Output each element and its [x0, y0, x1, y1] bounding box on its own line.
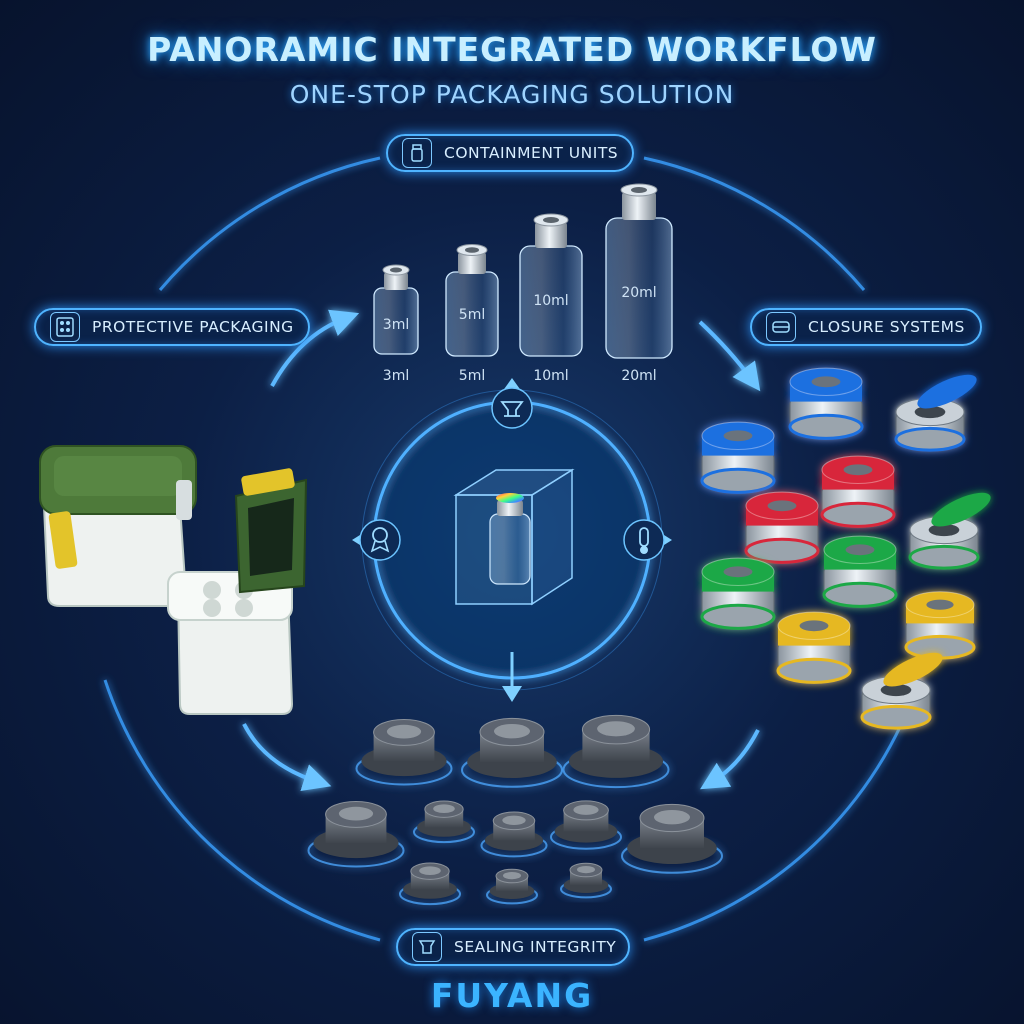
stage-label: CLOSURE SYSTEMS [808, 318, 965, 336]
rubber-stopper [550, 800, 622, 850]
rubber-stopper [355, 718, 453, 786]
rubber-stopper [562, 714, 670, 789]
rubber-stopper [413, 800, 475, 844]
rubber-stopper [480, 811, 548, 858]
outer-ring [103, 156, 921, 942]
rubber-stopper [461, 717, 563, 788]
vial-size-label: 5ml [458, 368, 486, 384]
stage-label: CONTAINMENT UNITS [444, 144, 619, 162]
cap-red-cap [744, 491, 820, 564]
central-hub [352, 378, 672, 702]
stopper-icon [412, 932, 442, 962]
open-box [167, 468, 308, 715]
cube-vial [453, 468, 575, 606]
thermometer-icon [623, 519, 665, 561]
cap-icon [766, 312, 796, 342]
cap-red-cap [820, 455, 896, 528]
protective-boxes [39, 445, 308, 715]
cap-green-cap [700, 557, 776, 630]
certificate-icon [359, 519, 401, 561]
blister-pack-icon [50, 312, 80, 342]
arrow-to-sealing [700, 729, 760, 790]
hub-arrow-down [502, 686, 522, 702]
stage-label: PROTECTIVE PACKAGING [92, 318, 294, 336]
closed-box [39, 445, 197, 607]
cap-gold-cap [860, 652, 943, 730]
vial-size-label: 20ml [621, 368, 657, 384]
cap-blue-cap [788, 367, 864, 440]
vial-glass-label: 10ml [533, 293, 569, 309]
vial-size-label: 3ml [382, 368, 410, 384]
rubber-stopper [621, 803, 723, 874]
brand-logo-text: FUYANG [430, 976, 594, 1015]
vial-3ml [373, 264, 419, 355]
stage-sealing-integrity: SEALING INTEGRITY [396, 928, 630, 966]
arrow-to-closure [698, 320, 761, 392]
vial-size-label: 10ml [533, 368, 569, 384]
cap-green-cap [822, 535, 898, 608]
vial-glass-label: 5ml [458, 307, 486, 323]
stage-containment-units: CONTAINMENT UNITS [386, 134, 634, 172]
vial-set [373, 183, 673, 359]
page-subtitle: ONE-STOP PACKAGING SOLUTION [289, 80, 735, 109]
stage-closure-systems: CLOSURE SYSTEMS [750, 308, 982, 346]
stage-protective-packaging: PROTECTIVE PACKAGING [34, 308, 310, 346]
flow-arrows [242, 309, 761, 792]
rubber-stopper [560, 862, 612, 899]
vial-5ml [445, 244, 499, 357]
cap-gold-cap [904, 591, 976, 660]
vial-glass-label: 3ml [382, 317, 410, 333]
closure-caps [700, 367, 991, 730]
vial-20ml [605, 183, 673, 359]
rubber-stopper [486, 868, 538, 905]
vial-glass-label: 20ml [621, 285, 657, 301]
vial-icon [402, 138, 432, 168]
cap-blue-cap [894, 374, 977, 452]
cap-blue-cap [700, 421, 776, 494]
cap-gold-cap [776, 611, 852, 684]
rubber-stopper [399, 862, 461, 906]
lab-icon [491, 387, 533, 429]
stage-label: SEALING INTEGRITY [454, 938, 617, 956]
rubber-stoppers [307, 714, 723, 906]
arrow-from-protective [242, 723, 332, 792]
rubber-stopper [307, 800, 405, 868]
arrow-to-containment [270, 309, 360, 387]
vial-10ml [519, 213, 583, 357]
cap-green-cap [908, 492, 991, 570]
page-title: PANORAMIC INTEGRATED WORKFLOW [147, 30, 877, 69]
